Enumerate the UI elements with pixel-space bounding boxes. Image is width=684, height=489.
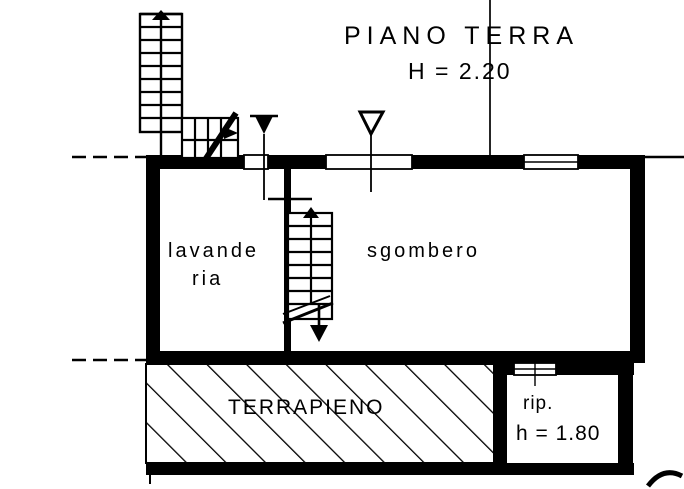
terrapieno-hatch-area: [146, 364, 494, 463]
wall-rip-left: [494, 363, 507, 475]
stair-interior-break-line-1: [282, 301, 334, 325]
stair-interior-down-arrow: [310, 325, 328, 342]
window-group: [243, 154, 579, 386]
stair-interior-up-arrow: [303, 207, 319, 218]
wall-right-exterior-upper: [630, 155, 645, 363]
room-label-lavanderia-line1: lavande: [168, 240, 260, 262]
page-title: PIANO TERRA: [344, 22, 580, 50]
room-height-ripostiglio: h = 1.80: [516, 422, 601, 445]
room-label-sgombero: sgombero: [367, 240, 480, 262]
wall-top-far-right-segment: [578, 155, 645, 169]
opening-direction-markers: [250, 110, 386, 200]
terrapieno-outline: [145, 363, 495, 464]
axis-lines: [72, 0, 684, 362]
wall-top-middle-segment: [268, 155, 326, 169]
interior-staircase: [268, 186, 334, 342]
room-label-ripostiglio: rip.: [523, 393, 554, 414]
wall-rip-bottom: [494, 463, 634, 475]
window-opening-2: [325, 154, 413, 170]
opening-marker-filled-triangle: [255, 116, 273, 134]
wall-bottom-right: [494, 351, 634, 364]
wall-top-right-segment: [412, 155, 524, 169]
corner-marks: [149, 470, 684, 488]
room-label-lavanderia-line2: ria: [192, 268, 224, 290]
opening-marker-open-triangle: [357, 110, 386, 138]
exterior-staircase: [138, 10, 240, 162]
window-opening-1: [243, 154, 269, 170]
wall-terrapieno-bottom: [146, 463, 494, 475]
stair-interior-break-line-2: [282, 295, 331, 315]
title-height-note: H = 2.20: [408, 58, 512, 84]
stair-outer-direction-arrow: [224, 127, 238, 139]
area-label-terrapieno: TERRAPIENO: [228, 396, 385, 419]
terrapieno-fill: [145, 363, 495, 464]
corner-curve-glyph: [646, 470, 684, 488]
wall-bottom-main: [146, 351, 506, 364]
wall-right-exterior-lower: [618, 363, 633, 475]
wall-left-exterior: [146, 155, 160, 363]
stair-break-line: [202, 111, 239, 162]
